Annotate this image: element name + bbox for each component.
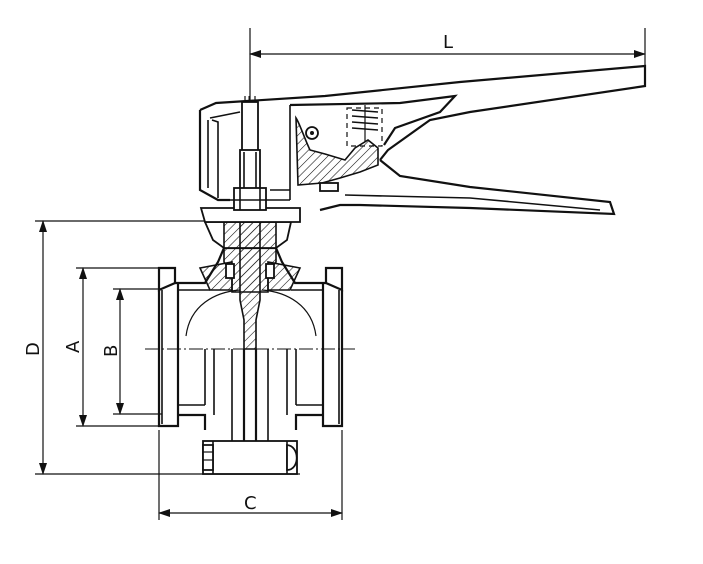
dimension-b-label: B — [101, 345, 122, 357]
handle-assembly — [198, 64, 647, 223]
dimension-a: A — [63, 267, 162, 427]
dimension-l-label: L — [443, 32, 453, 53]
dimension-a-label: A — [63, 340, 84, 353]
dimension-c: C — [158, 430, 343, 520]
dimension-b: B — [101, 288, 162, 415]
dimension-c-label: C — [244, 493, 257, 514]
dimension-d-label: D — [23, 342, 44, 356]
bottom-plug — [202, 440, 298, 475]
